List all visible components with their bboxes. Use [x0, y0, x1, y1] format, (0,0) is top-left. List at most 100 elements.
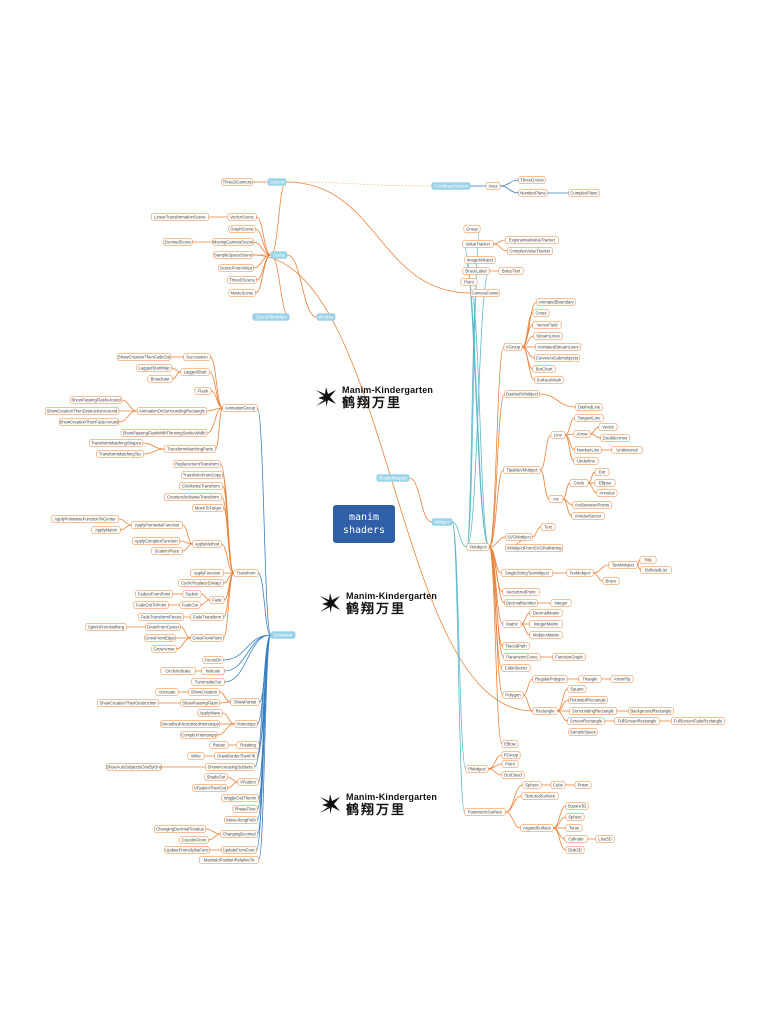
node-drawborderthenfill[interactable]: DrawBorderThenFill: [214, 752, 258, 760]
node-fullscreenrect[interactable]: FullScreenRectangle: [614, 717, 660, 725]
node-transformmatchingparts[interactable]: TransformMatchingParts: [164, 445, 216, 453]
node-spinin[interactable]: SpinInFromNothing: [85, 623, 127, 631]
node-argandsurface[interactable]: ArgandSurface: [520, 824, 554, 832]
node-surroundingrect[interactable]: SurroundingRectangle: [569, 707, 617, 715]
node-parametriccurve[interactable]: ParametricCurve: [503, 653, 541, 661]
node-animationgroup[interactable]: AnimationGroup: [222, 404, 258, 412]
node-svgmobject[interactable]: SVGMobject: [505, 533, 533, 541]
node-singlestringtex[interactable]: SingleStringTexMobject: [501, 569, 553, 577]
node-rectangle[interactable]: Rectangle: [532, 707, 558, 715]
node-maintainpositionrel[interactable]: MaintainPositionRelativeTo: [199, 856, 259, 864]
node-ellipse[interactable]: Ellipse: [594, 479, 616, 487]
node-shaderwrapper[interactable]: ShaderWrapper: [376, 474, 410, 482]
node-expvaluetracker[interactable]: ExponentialValueTracker: [505, 236, 559, 244]
node-lineartrans[interactable]: LinearTransformationScene: [151, 213, 209, 221]
node-imagemobject[interactable]: ImageMobject: [464, 256, 496, 264]
node-complexvaluetracker[interactable]: ComplexValueTracker: [507, 247, 553, 255]
node-applywave[interactable]: ApplyWave: [197, 709, 223, 717]
node-texturedsurface[interactable]: TexturedSurface: [521, 792, 559, 800]
node-scenefilewriter[interactable]: SceneFileWriter: [252, 313, 290, 321]
node-dotcloud[interactable]: DotCloud: [501, 771, 525, 779]
node-square[interactable]: Square: [567, 685, 587, 693]
node-applyfunction[interactable]: ApplyFunction: [190, 569, 224, 577]
node-showincreasing[interactable]: ShowIncreasingSubsets: [205, 763, 255, 771]
node-circleindicate[interactable]: CircleIndicate: [160, 667, 196, 675]
node-triangle[interactable]: Triangle: [578, 675, 602, 683]
node-numberline[interactable]: NumberLine: [574, 446, 602, 454]
node-functiongraph[interactable]: FunctionGraph: [552, 653, 586, 661]
node-pgroup[interactable]: PGroup: [501, 751, 521, 759]
node-fadeouttopoint[interactable]: FadeOutToPoint: [133, 601, 169, 609]
node-homotopy[interactable]: Homotopy: [234, 720, 258, 728]
node-replacementtransform[interactable]: ReplacementTransform: [173, 460, 221, 468]
node-sphere[interactable]: Sphere: [522, 781, 542, 789]
node-circle[interactable]: Circle: [569, 479, 589, 487]
node-scaleinplace[interactable]: ScaleInPlace: [151, 547, 183, 555]
node-transformmatchingshapes[interactable]: TransformMatchingShapes: [89, 439, 143, 447]
node-arc[interactable]: Arc: [548, 495, 564, 503]
node-arcbetweenpoints[interactable]: ArcBetweenPoints: [572, 501, 612, 509]
node-showpassingflasharound[interactable]: ShowPassingFlashAround: [70, 396, 122, 404]
node-graphscene[interactable]: GraphScene: [228, 225, 256, 233]
node-arrowtip[interactable]: ArrowTip: [610, 675, 634, 683]
node-showcreationfadewithdestruct[interactable]: ShowCreationThenDestruction: [97, 699, 159, 707]
node-growfromedge[interactable]: GrowFromEdge: [144, 634, 176, 642]
node-backgroundrect[interactable]: BackgroundRectangle: [628, 707, 674, 715]
node-threedscene[interactable]: ThreeDScene: [227, 276, 257, 284]
node-rotating[interactable]: Rotating: [236, 741, 260, 749]
node-numberplane[interactable]: NumberPlane: [518, 189, 548, 197]
node-cubicbezier[interactable]: CubicBezier: [501, 664, 531, 672]
node-changingdecimal[interactable]: ChangingDecimal: [220, 830, 258, 838]
node-samplespace[interactable]: SampleSpace: [568, 728, 598, 736]
node-camera[interactable]: Camera: [267, 178, 287, 186]
node-elbow[interactable]: Elbow: [501, 740, 519, 748]
node-title[interactable]: Title: [639, 556, 657, 564]
node-moviescene[interactable]: MovieScene: [228, 289, 256, 297]
node-growfrompoint[interactable]: GrowFromPoint: [190, 634, 224, 642]
node-polygon[interactable]: Polygon: [502, 691, 524, 699]
node-clockwisetransform[interactable]: ClockwiseTransform: [179, 482, 223, 490]
node-growfromcenter[interactable]: GrowFromCenter: [145, 623, 181, 631]
node-cube[interactable]: Cube: [550, 781, 566, 789]
node-shadeout[interactable]: ShadeOut: [204, 773, 228, 781]
node-turninsideout[interactable]: TurnInsideOut: [191, 678, 225, 686]
node-streamlines[interactable]: StreamLines: [533, 332, 563, 340]
node-updatefromfunc[interactable]: UpdateFromFunc: [221, 846, 257, 854]
node-cross[interactable]: Cross: [532, 309, 550, 317]
node-broadcast[interactable]: Broadcast: [147, 375, 173, 383]
node-complexhomotopy[interactable]: ComplexHomotopy: [180, 731, 218, 739]
node-showpassingflashwith[interactable]: ShowPassingFlashWithThinningStrokeWidth: [120, 429, 208, 437]
node-scene[interactable]: Scene: [270, 251, 288, 259]
node-laggedstart[interactable]: LaggedStart: [180, 368, 210, 376]
node-fadetransformpieces[interactable]: FadeTransformPieces: [138, 613, 184, 621]
node-transformmatchingtex[interactable]: TransformMatchingTex: [96, 450, 144, 458]
node-animatedboundary[interactable]: AnimatedBoundary: [536, 298, 576, 306]
node-vmobjectfromsvgpath[interactable]: VMobjectFromSVGPathstring: [505, 544, 563, 552]
node-fade[interactable]: Fade: [209, 596, 225, 604]
node-decimalnumber[interactable]: DecimalNumber: [504, 599, 538, 607]
node-arrow[interactable]: Arrow: [573, 430, 591, 438]
node-showcreationfadearound[interactable]: ShowCreationThenFadeAround: [59, 418, 119, 426]
node-transform[interactable]: Transform: [233, 569, 259, 577]
node-regularpolygon[interactable]: RegularPolygon: [532, 675, 568, 683]
node-roundedrectangle[interactable]: RoundedRectangle: [568, 696, 608, 704]
node-square3d[interactable]: Square3D: [565, 802, 589, 810]
node-showpassingflash[interactable]: ShowPassingFlash: [180, 699, 220, 707]
node-vectorfield[interactable]: VectorField: [532, 321, 562, 329]
node-line3d[interactable]: Line3D: [595, 835, 615, 843]
node-movealongpath[interactable]: MoveAlongPath: [224, 816, 258, 824]
node-showcreation[interactable]: ShowCreation: [188, 688, 220, 696]
node-group[interactable]: Group: [463, 225, 481, 233]
node-integermatrix[interactable]: IntegerMatrix: [529, 620, 563, 628]
node-transformfromcopy[interactable]: TransformFromCopy: [181, 471, 223, 479]
node-scenefromvideo[interactable]: SceneFromVideo: [218, 264, 254, 272]
node-vmobject[interactable]: VMobject: [466, 543, 490, 551]
node-fadetransform[interactable]: FadeTransform: [190, 613, 224, 621]
node-updatefromalpha[interactable]: UpdateFromAlphaFunc: [164, 846, 210, 854]
node-fadein[interactable]: FadeIn: [182, 590, 202, 598]
node-disk3d[interactable]: Disk3D: [565, 846, 585, 854]
node-smoothedvectorized[interactable]: SmoothedVectorizedHomotopy: [160, 720, 220, 728]
node-applypointwisefunction[interactable]: ApplyPointwiseFunction: [131, 521, 183, 529]
node-textmobject[interactable]: TextMobject: [608, 561, 638, 569]
node-integer[interactable]: Integer: [550, 599, 572, 607]
